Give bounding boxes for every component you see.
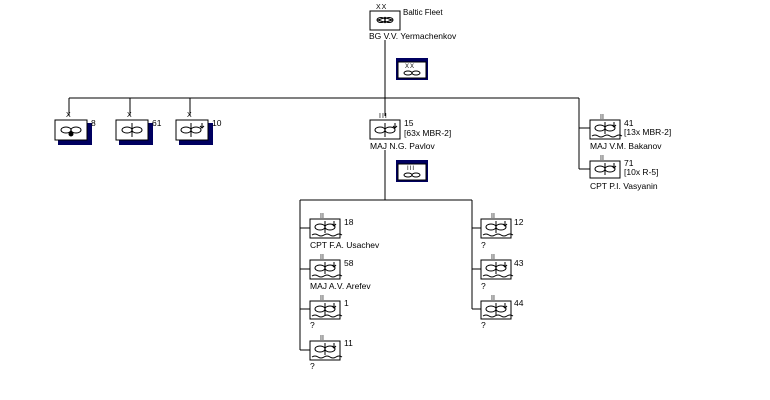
unit-41-node: II 41 [13x MBR-2] MAJ V.M. Bakanov <box>589 114 671 151</box>
regiment-echelon: III <box>379 113 388 120</box>
connector-lines <box>68 40 590 351</box>
squadron-echelon: II <box>491 295 495 302</box>
squadron-id: 44 <box>514 298 524 308</box>
propeller-icon <box>376 16 394 24</box>
flank-unit-61: X 61 <box>115 112 162 145</box>
squadron-id: 1 <box>344 298 349 308</box>
unit-71-node: II 71 [10x R-5] CPT P.I. Vasyanin <box>589 155 659 191</box>
squadron-echelon: II <box>320 295 324 302</box>
squadron-id: 11 <box>344 338 353 348</box>
unit-commander: CPT P.I. Vasyanin <box>590 181 658 191</box>
squadron-44-node: II 44 ? <box>480 295 524 330</box>
squadron-id: 58 <box>344 258 354 268</box>
squadron-18-node: II 18 CPT F.A. Usachev <box>309 213 380 250</box>
squadron-commander: ? <box>310 320 315 330</box>
fleet-echelon: XX <box>376 4 387 11</box>
naval-air-unit-icon <box>180 123 205 137</box>
squadron-id: 43 <box>514 258 524 268</box>
squadron-id: 12 <box>514 217 524 227</box>
seaplane-unit-icon <box>594 163 617 175</box>
unit-echelon: II <box>600 155 604 162</box>
unit-id: 71 <box>624 158 634 168</box>
squadron-commander: CPT F.A. Usachev <box>310 240 380 250</box>
fleet-name: Baltic Fleet <box>403 8 443 17</box>
air-unit-icon <box>60 126 82 137</box>
squadron-echelon: II <box>320 213 324 220</box>
regiment-id: 15 <box>404 118 414 128</box>
air-unit-icon <box>121 123 143 137</box>
flank-unit-id: 10 <box>212 118 222 128</box>
flank-unit-10: X 10 <box>175 112 222 145</box>
squadron-commander: ? <box>481 320 486 330</box>
regiment-hq-box: III <box>396 160 428 182</box>
fleet-node: XX Baltic Fleet BG V.V. Yermachenkov <box>369 4 457 41</box>
regiment-commander: MAJ N.G. Pavlov <box>370 141 435 151</box>
squadron-43-node: II 43 ? <box>480 254 524 291</box>
flank-unit-echelon: X <box>66 112 71 119</box>
flank-unit-8: X 8 <box>54 112 96 145</box>
squadron-id: 18 <box>344 217 354 227</box>
fleet-commander: BG V.V. Yermachenkov <box>369 31 457 41</box>
squadron-echelon: II <box>320 335 324 342</box>
seaplane-unit-icon <box>311 221 343 237</box>
squadron-commander: ? <box>481 240 486 250</box>
flank-unit-id: 8 <box>91 118 96 128</box>
seaplane-unit-icon <box>482 262 514 278</box>
squadron-echelon: II <box>491 213 495 220</box>
squadron-echelon: II <box>491 254 495 261</box>
fleet-hq-echelon: XX <box>405 64 415 70</box>
fleet-hq-box: XX <box>396 58 428 80</box>
flank-unit-echelon: X <box>187 112 192 119</box>
seaplane-unit-icon <box>311 262 343 278</box>
squadron-commander: ? <box>481 281 486 291</box>
regiment-hq-echelon: III <box>407 166 415 172</box>
unit-detail: [13x MBR-2] <box>624 127 671 137</box>
regiment-detail: [63x MBR-2] <box>404 128 451 138</box>
seaplane-unit-icon <box>482 303 514 318</box>
unit-commander: MAJ V.M. Bakanov <box>590 141 662 151</box>
unit-id: 41 <box>624 118 634 128</box>
flank-unit-echelon: X <box>127 112 132 119</box>
squadron-1-node: II 1 ? <box>309 295 349 330</box>
squadron-11-node: II 11 ? <box>309 335 353 371</box>
unit-echelon: II <box>600 114 604 121</box>
squadron-12-node: II 12 ? <box>480 213 524 250</box>
squadron-commander: MAJ A.V. Arefev <box>310 281 371 291</box>
flank-unit-id: 61 <box>152 118 162 128</box>
seaplane-unit-icon <box>311 343 343 359</box>
squadron-commander: ? <box>310 361 315 371</box>
naval-air-unit-icon <box>374 123 398 137</box>
seaplane-unit-icon <box>311 303 343 318</box>
seaplane-unit-icon <box>591 122 623 138</box>
regiment-15-node: III 15 [63x MBR-2] MAJ N.G. Pavlov <box>369 113 451 151</box>
seaplane-unit-icon <box>482 221 514 237</box>
squadron-58-node: II 58 MAJ A.V. Arefev <box>309 254 371 291</box>
unit-detail: [10x R-5] <box>624 167 659 177</box>
squadron-echelon: II <box>320 254 324 261</box>
